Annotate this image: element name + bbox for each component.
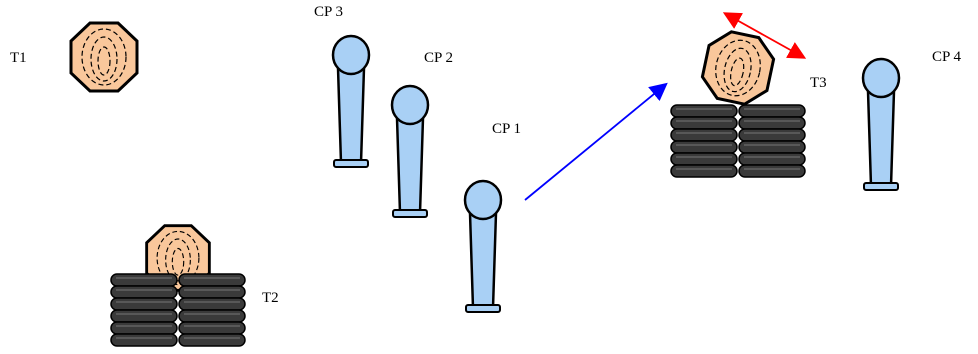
label-cp1: CP 1 [492,121,521,137]
path-arrow [524,82,668,201]
label-t3: T3 [810,75,827,91]
label-t2: T2 [262,290,279,306]
cone-post-cp2 [390,84,430,219]
tire-stack-t3 [671,105,805,177]
target-t3 [697,26,779,110]
label-t1: T1 [10,50,27,66]
label-cp3: CP 3 [314,4,343,20]
label-cp2: CP 2 [424,50,453,66]
cone-post-cp1 [463,179,503,314]
cone-post-cp4 [861,57,901,192]
cone-post-cp3 [331,34,371,169]
red-double-arrow [722,12,807,59]
target-t1 [69,21,139,93]
label-cp4: CP 4 [932,49,962,65]
